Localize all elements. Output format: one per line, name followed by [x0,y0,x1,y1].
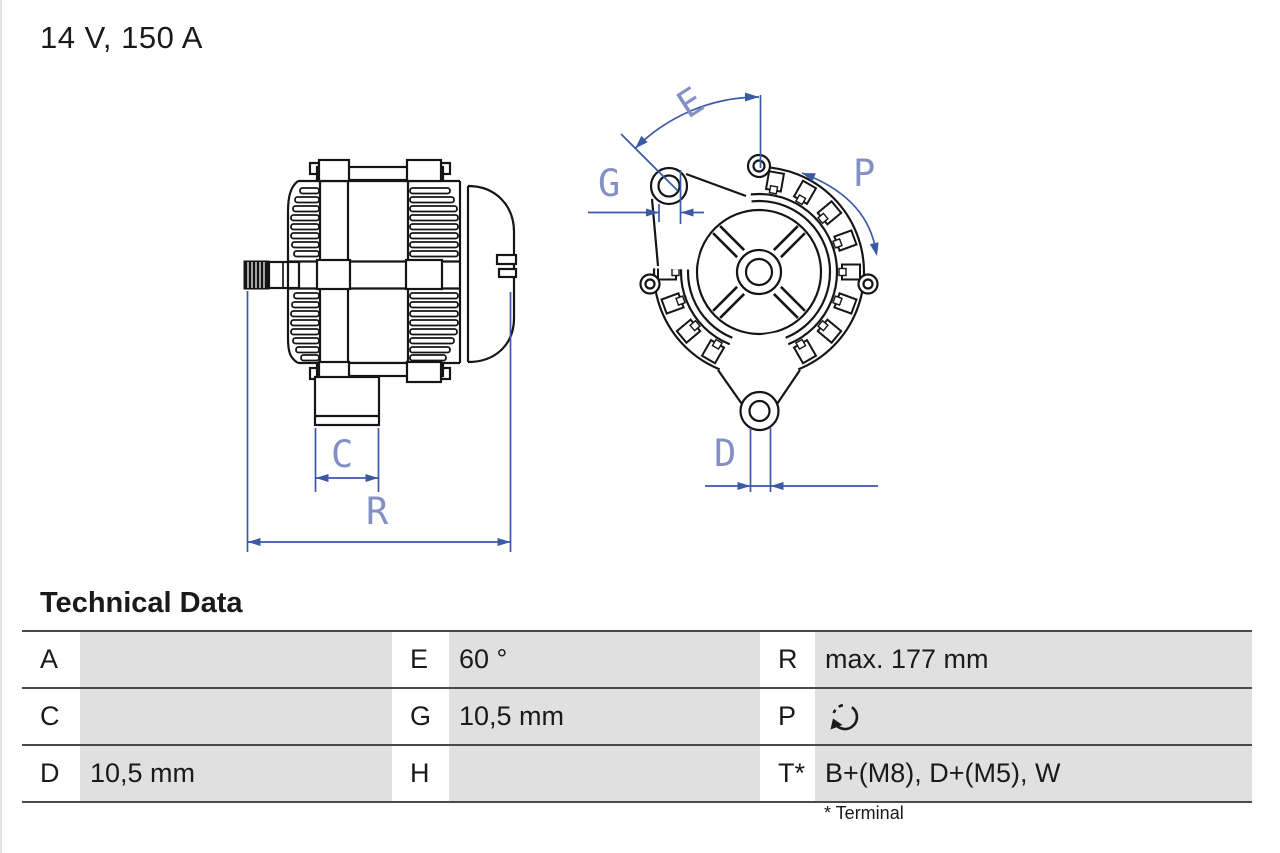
dim-label-r: R [366,490,389,533]
table-key: G [392,689,449,744]
table-value: 10,5 mm [449,689,760,744]
table-value: 10,5 mm [80,746,392,801]
table-key: P [760,689,815,744]
table-row: C G 10,5 mm P [22,689,1252,746]
table-key: C [22,689,80,744]
table-value: 60 ° [449,632,760,687]
table-value-rotation [815,689,1252,744]
table-value: B+(M8), D+(M5), W [815,746,1252,801]
table-row: D 10,5 mm H T* B+(M8), D+(M5), W [22,746,1252,803]
dim-label-e: E [669,79,711,127]
table-key: D [22,746,80,801]
table-key: R [760,632,815,687]
table-key: H [392,746,449,801]
section-heading: Technical Data [40,587,243,619]
dim-label-g: G [598,162,620,205]
table-row: A E 60 ° R max. 177 mm [22,632,1252,689]
alternator-front-view [639,153,879,432]
technical-data-table: A E 60 ° R max. 177 mm C G 10,5 mm P D 1… [22,630,1252,803]
table-value: max. 177 mm [815,632,1252,687]
table-value [80,689,392,744]
table-key: E [392,632,449,687]
table-value [449,746,760,801]
page-title: 14 V, 150 A [40,20,203,55]
dim-label-d: D [714,432,736,475]
rotation-direction-icon [830,703,859,730]
dim-label-c: C [331,433,353,476]
table-key: A [22,632,80,687]
table-value [80,632,392,687]
terminal-footnote: * Terminal [824,803,904,823]
dimension-annotations-side: C R [246,291,512,552]
table-key: T* [760,746,815,801]
dim-label-p: P [853,152,875,195]
alternator-side-view [243,158,518,427]
technical-drawings: C R [243,79,879,552]
